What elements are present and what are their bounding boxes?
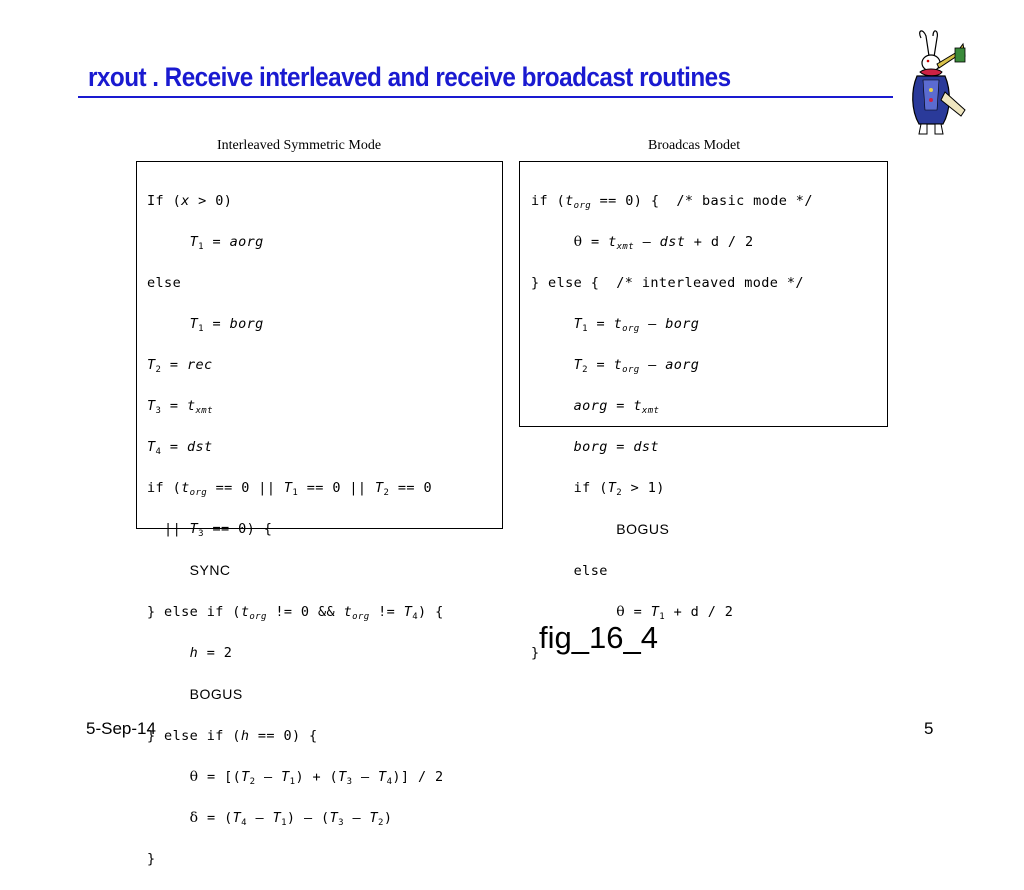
right-caption: Broadcas Modet	[648, 138, 741, 153]
code-line: if (torg == 0 || T1 == 0 || T2 == 0	[147, 479, 432, 498]
white-rabbit-illustration-icon	[912, 30, 966, 135]
code-line: aorg = txmt	[573, 397, 660, 416]
code-line: borg = dst	[573, 438, 659, 455]
code-line: } else if (h == 0) {	[147, 727, 318, 744]
code-line: T1 = torg – borg	[573, 315, 700, 334]
code-line: T1 = borg	[189, 315, 264, 334]
code-line: }	[147, 850, 156, 867]
code-line: δ = (T4 – T1) – (T3 – T2)	[189, 809, 393, 828]
code-line: } else { /* interleaved mode */	[531, 274, 804, 291]
code-line: T4 = dst	[147, 438, 213, 457]
footer-date: 5-Sep-14	[86, 719, 156, 738]
code-line: θ = txmt – dst + d / 2	[573, 233, 754, 252]
code-line: || T3 == 0) {	[147, 520, 273, 539]
interleaved-code-block: If (x > 0) T1 = aorg else T1 = borg T2 =…	[147, 170, 444, 890]
code-line: θ = [(T2 – T1) + (T3 – T4)] / 2	[189, 768, 444, 787]
code-line: else	[531, 562, 608, 579]
figure-label: fig_16_4	[539, 620, 658, 655]
broadcast-code-block: if (torg == 0) { /* basic mode */ θ = tx…	[531, 170, 813, 684]
page-number: 5	[924, 719, 934, 738]
code-line: }	[531, 644, 540, 661]
slide-title-text: rxout . Receive interleaved and receive …	[88, 62, 731, 92]
code-line: T3 = txmt	[147, 397, 213, 416]
code-line: h = 2	[189, 644, 233, 661]
code-line: else	[147, 274, 182, 291]
code-line: T2 = torg – aorg	[573, 356, 700, 375]
code-line: } else if (torg != 0 && torg != T4) {	[147, 603, 444, 622]
code-line: θ = T1 + d / 2	[616, 603, 734, 622]
code-line: T2 = rec	[147, 356, 213, 375]
code-line: If (x > 0)	[147, 192, 233, 209]
code-line: if (T2 > 1)	[531, 479, 665, 498]
code-line: BOGUS	[189, 685, 243, 702]
code-line: T1 = aorg	[189, 233, 264, 252]
code-line: BOGUS	[616, 520, 670, 537]
code-line: if (torg == 0) { /* basic mode */	[531, 192, 813, 211]
left-caption: Interleaved Symmetric Mode	[217, 138, 382, 153]
interleaved-code-box	[136, 161, 503, 529]
code-line: SYNC	[189, 561, 231, 578]
slide-title: rxout . Receive interleaved and receive …	[78, 60, 893, 98]
broadcast-code-box	[519, 161, 888, 427]
